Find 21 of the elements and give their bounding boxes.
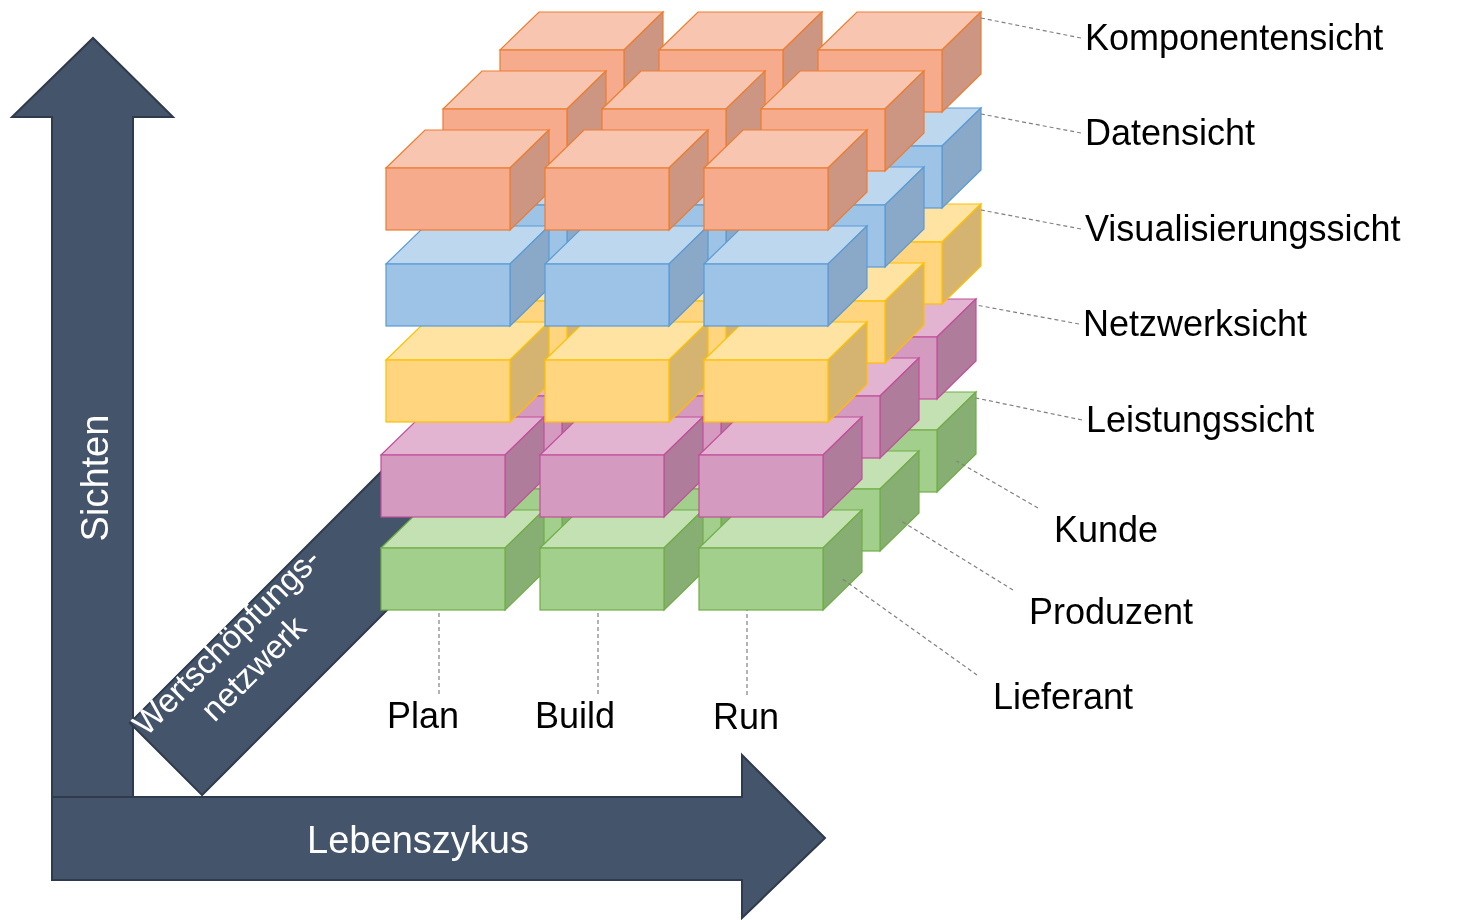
party-label: Produzent [1029,590,1194,634]
party-label: Lieferant [993,675,1134,719]
view-label: Komponentensicht [1085,16,1384,60]
leader-line [975,397,1083,421]
phase-label: Build [535,694,616,738]
phase-label: Run [713,695,780,739]
phase-label: Plan [387,694,460,738]
view-label: Visualisierungssicht [1085,207,1401,251]
view-label: Netzwerksicht [1083,302,1308,346]
party-label: Kunde [1054,508,1159,552]
axis-label: Lebenszykus [307,818,529,862]
leader-line [841,578,978,676]
leader-line [980,113,1082,134]
view-label: Leistungssicht [1086,398,1315,442]
axis-label: Sichten [73,414,117,542]
leader-line [746,609,748,696]
leader-line [980,209,1082,230]
view-label: Datensicht [1085,111,1256,155]
leader-line [955,460,1039,509]
leader-line [898,519,1014,591]
leader-line [980,17,1082,39]
